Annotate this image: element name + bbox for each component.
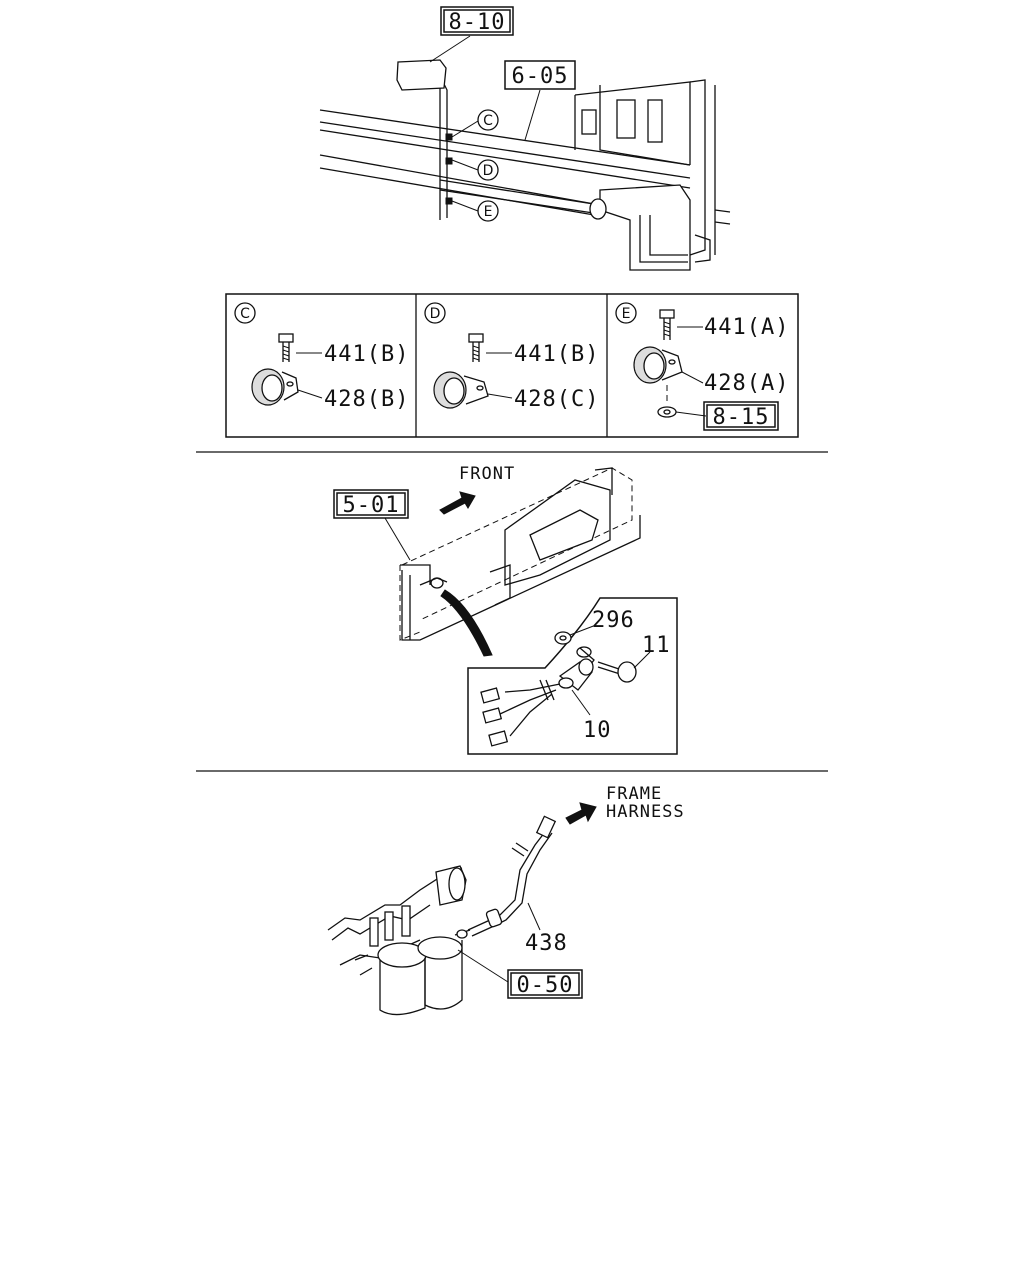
frame-harness-label-line1: FRAME [606, 784, 662, 804]
detail-pointer [440, 589, 493, 657]
label-428c: 428(C) [514, 387, 599, 412]
leader-5-01 [384, 517, 411, 561]
leader-6-05 [524, 89, 541, 141]
svg-text:8-15: 8-15 [713, 405, 770, 430]
callout-c: C [477, 109, 499, 131]
detail-panels [225, 293, 799, 438]
front-arrow-icon [439, 491, 476, 515]
leader-e [451, 200, 479, 212]
leader-296 [569, 624, 597, 636]
label-441a: 441(A) [704, 315, 789, 340]
leader-0-50 [457, 949, 509, 983]
bolt-icon [659, 309, 675, 340]
connector-icon [480, 687, 509, 747]
clip-icon [251, 368, 299, 406]
detail-e-callout: E [615, 302, 637, 324]
bolt-icon [468, 333, 484, 362]
callout-e: E [477, 200, 499, 222]
nut-icon [554, 631, 572, 645]
ref-box-6-05[interactable]: 6-05 [504, 60, 576, 90]
label-296: 296 [592, 608, 635, 633]
detail-c-callout: C [234, 302, 256, 324]
leader-438 [527, 902, 541, 931]
label-438: 438 [525, 931, 568, 956]
leader-11 [633, 651, 651, 669]
sensor-icon [558, 658, 594, 691]
label-10: 10 [583, 718, 612, 743]
ref-box-5-01[interactable]: 5-01 [333, 489, 409, 519]
clip-icon [633, 346, 683, 384]
grommet-icon [485, 908, 503, 928]
bolt-icon [597, 661, 637, 683]
svg-text:D: D [483, 163, 494, 179]
callout-d: D [477, 159, 499, 181]
ref-box-8-15[interactable]: 8-15 [703, 401, 779, 431]
wire-break-mark [539, 679, 555, 701]
leader-428a [681, 371, 704, 384]
svg-text:8-10: 8-10 [449, 10, 506, 35]
leader-c [451, 120, 479, 138]
svg-text:5-01: 5-01 [343, 493, 400, 518]
bolt-icon [278, 333, 294, 362]
front-label: FRONT [459, 464, 515, 484]
leader-428c [487, 393, 513, 399]
label-428b: 428(B) [324, 387, 409, 412]
detail-c: C 441(B) 428(B) [234, 302, 409, 412]
leader-8-10 [429, 35, 471, 63]
detail-d: D 441(B) 428(C) [424, 302, 599, 412]
detail-e: E 441(A) 428(A) 8-15 [615, 302, 789, 431]
frame-harness-label-line2: HARNESS [606, 802, 685, 822]
label-441b-d: 441(B) [514, 342, 599, 367]
clip-icon [433, 371, 489, 409]
svg-text:C: C [483, 113, 493, 129]
svg-text:E: E [484, 204, 493, 220]
connector-icon [535, 815, 557, 839]
svg-text:C: C [240, 306, 250, 322]
crossmember-illustration [399, 467, 641, 641]
washer-icon [657, 406, 677, 418]
leader-10 [571, 689, 591, 716]
leader-8-15 [675, 411, 707, 417]
frame-harness-arrow-icon [565, 802, 597, 825]
sensor-assembly [480, 631, 637, 747]
ref-box-0-50[interactable]: 0-50 [507, 969, 583, 999]
sensor-detail-inset [467, 597, 678, 755]
label-441b-c: 441(B) [324, 342, 409, 367]
engine-illustration [327, 865, 467, 1016]
leader-d [451, 159, 479, 171]
harness-438 [454, 815, 557, 939]
wire-break-mark [511, 842, 529, 857]
detail-d-callout: D [424, 302, 446, 324]
svg-text:0-50: 0-50 [517, 973, 574, 998]
svg-text:E: E [622, 306, 631, 322]
svg-text:6-05: 6-05 [512, 64, 569, 89]
leader-428b [297, 389, 323, 399]
svg-text:D: D [430, 306, 441, 322]
ref-box-8-10[interactable]: 8-10 [440, 6, 514, 36]
label-428a: 428(A) [704, 371, 789, 396]
top-frame-illustration [319, 59, 731, 271]
label-11: 11 [642, 633, 671, 658]
